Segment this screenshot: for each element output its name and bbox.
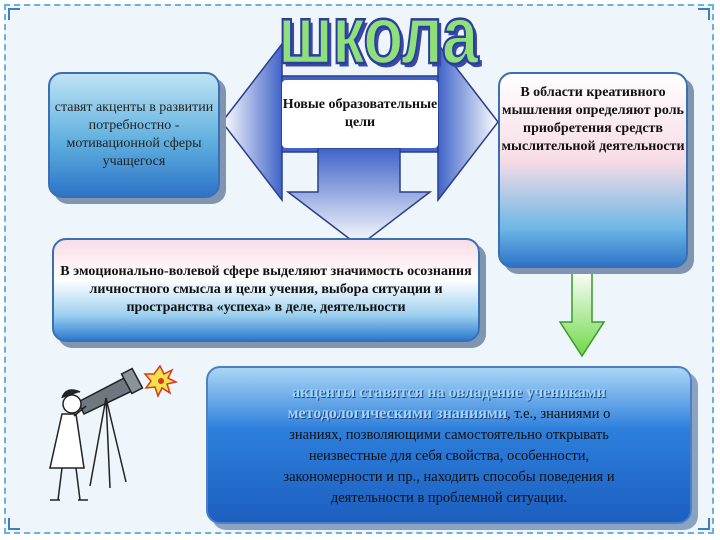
- frame-corner: [698, 8, 710, 20]
- right-box: В области креативного мышления определяю…: [498, 72, 688, 268]
- bottom-accent-phrase: методологическими знаниями: [287, 404, 507, 422]
- bottom-line-6: деятельности в проблемной ситуации.: [330, 489, 568, 506]
- arrow-down: [285, 147, 433, 247]
- bottom-line-2: методологическими знаниями, т.е., знания…: [288, 403, 611, 425]
- bottom-line-3: знаниях, позволяющими самостоятельно отк…: [289, 426, 609, 443]
- frame-corner: [8, 518, 20, 530]
- arrow-green-down: [558, 269, 606, 358]
- telescope-person-icon: [49, 367, 144, 501]
- middle-box: В эмоционально-волевой сфере выделяют зн…: [52, 238, 480, 342]
- arrow-left: [221, 41, 283, 203]
- title-word: школа: [277, 0, 479, 82]
- frame-corner: [698, 518, 710, 530]
- bottom-line-4: неизвестные для себя свойства, особеннос…: [308, 447, 590, 464]
- bottom-accent-line: акценты ставятся на овладение учениками: [292, 383, 606, 401]
- bottom-line-2-tail: , т.е., знаниями о: [507, 405, 611, 422]
- left-box: ставят акценты в развитии потребностно -…: [48, 72, 220, 198]
- frame-corner: [8, 8, 20, 20]
- bottom-line-5: закономерности и пр., находить способы п…: [283, 468, 615, 485]
- bottom-box: акценты ставятся на овладение учениками …: [206, 366, 692, 524]
- center-label: Новые образовательные цели: [282, 80, 438, 148]
- star-burst-icon: [143, 364, 179, 398]
